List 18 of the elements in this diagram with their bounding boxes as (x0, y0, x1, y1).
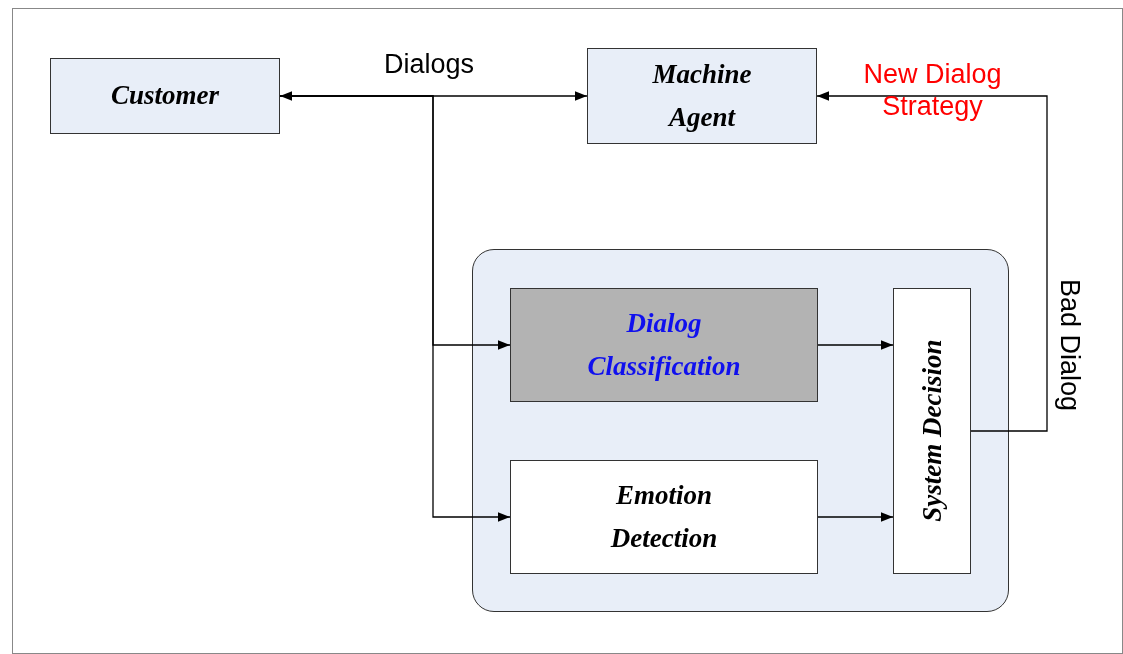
node-label: Dialog Classification (586, 306, 742, 383)
arrow (279, 95, 511, 522)
node-label: Machine Agent (651, 57, 753, 134)
arrow (817, 340, 894, 350)
decision-box (893, 288, 971, 574)
node-label: Emotion Detection (609, 478, 719, 555)
node-label: Customer (111, 79, 219, 113)
agent-box (587, 48, 817, 144)
arrow (816, 91, 1048, 432)
node-label: System Decision (915, 339, 948, 523)
edge-label: Dialogs (384, 48, 475, 81)
annotation-text: New Dialog Strategy (862, 58, 1003, 123)
edge-label: Bad Dialog (1054, 278, 1087, 412)
group-panel (472, 249, 1009, 612)
process-box (510, 288, 818, 402)
actor-box (50, 58, 280, 134)
process-box (510, 460, 818, 574)
arrow (817, 512, 894, 522)
